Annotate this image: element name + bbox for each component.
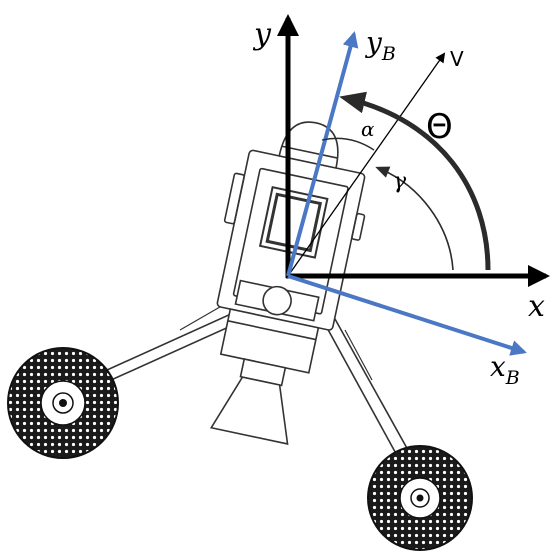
world-y-label: y: [252, 17, 272, 52]
gamma-arc: [375, 166, 454, 271]
body-y-label: yB: [364, 26, 396, 65]
alpha-arc: [321, 137, 375, 151]
body-x-axis: [287, 274, 527, 356]
right-wheel: [367, 445, 473, 551]
hub-joint: [262, 285, 292, 316]
body-y-axis: [286, 31, 359, 277]
alpha-label: α: [361, 117, 375, 141]
left-wheel: [7, 347, 119, 459]
gamma-label: γ: [393, 169, 407, 194]
body-x-label: xB: [490, 350, 520, 389]
world-x-label: x: [528, 289, 545, 324]
nozzle: [209, 376, 289, 445]
velocity-label: V: [450, 47, 464, 71]
theta-label: Θ: [426, 107, 453, 147]
right-leg: [319, 309, 419, 471]
velocity-vector: [287, 52, 446, 277]
rover-body: [95, 121, 419, 471]
theta-arc: [339, 91, 491, 271]
